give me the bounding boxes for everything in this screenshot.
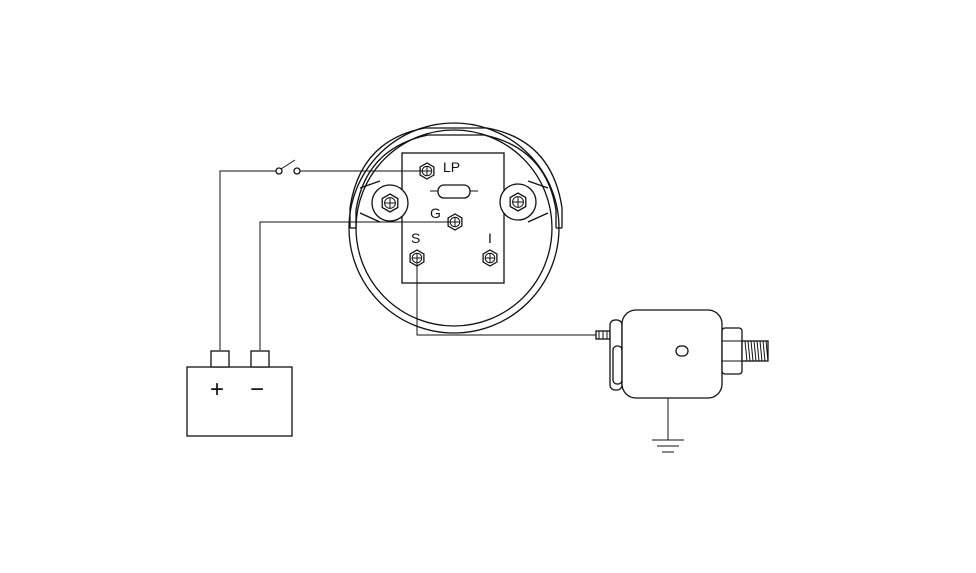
terminal-nuts bbox=[381, 162, 527, 267]
battery-plus-sign: + bbox=[210, 376, 224, 403]
terminal-label-s: S bbox=[411, 230, 420, 246]
lamp-window bbox=[437, 184, 471, 199]
terminal-label-lp: LP bbox=[443, 159, 460, 175]
battery-terminal-negative bbox=[250, 350, 270, 368]
wires bbox=[219, 170, 596, 350]
terminal-label-g: G bbox=[430, 205, 441, 221]
nut-mount-left bbox=[381, 193, 399, 213]
wire-ground bbox=[259, 221, 456, 350]
nut-mount-right bbox=[509, 192, 527, 212]
wire-positive bbox=[219, 170, 276, 350]
terminal-label-i: I bbox=[488, 230, 492, 246]
battery: + − bbox=[186, 350, 293, 437]
nut-i bbox=[482, 249, 498, 267]
switch bbox=[275, 159, 301, 175]
sender-slot bbox=[675, 345, 689, 357]
battery-terminal-positive bbox=[210, 350, 230, 368]
wire-sender bbox=[416, 258, 596, 336]
pressure-sender bbox=[595, 309, 769, 453]
battery-minus-sign: − bbox=[250, 376, 264, 403]
